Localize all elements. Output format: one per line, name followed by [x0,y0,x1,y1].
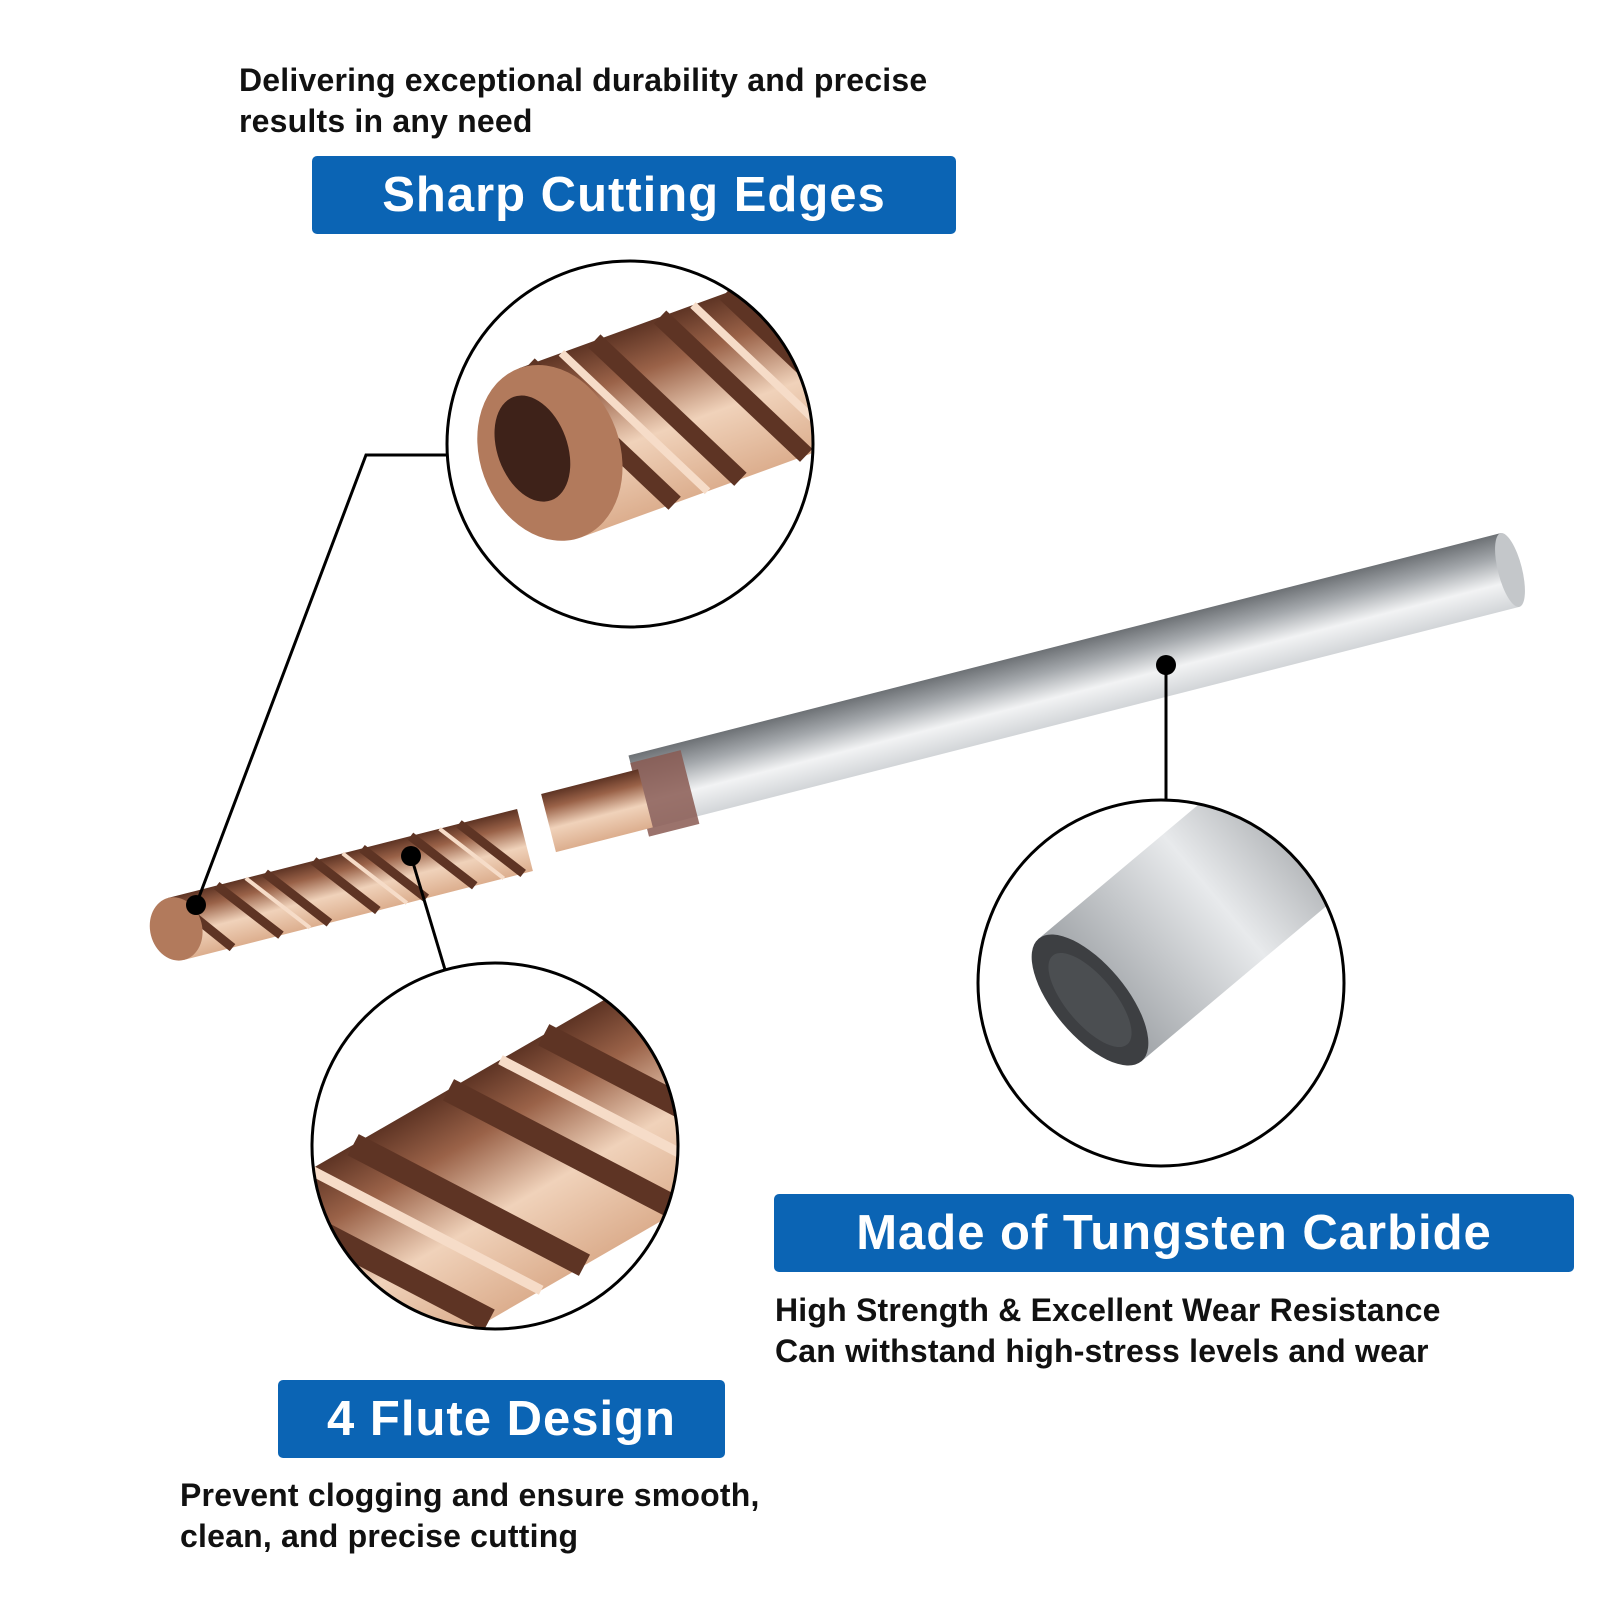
sharp-callout-line [194,453,451,906]
flute-design-badge: 4 Flute Design [278,1380,725,1458]
carbide-description-line-1: High Strength & Excellent Wear Resistanc… [775,1292,1441,1328]
sharp-callout-dot [186,895,206,915]
zoom-cutting-edges [445,259,815,629]
tungsten-carbide-badge: Made of Tungsten Carbide [774,1194,1574,1272]
carbide-callout-dot [1156,655,1176,675]
flute-description-line-1: Prevent clogging and ensure smooth, [180,1477,760,1513]
sharp-description: Delivering exceptional durability and pr… [239,60,927,142]
sharp-description-line-1: Delivering exceptional durability and pr… [239,62,928,98]
zoom-carbide-shank [976,798,1346,1168]
carbide-description-line-2: Can withstand high-stress levels and wea… [775,1333,1429,1369]
sharp-description-line-2: results in any need [239,103,533,139]
sharp-cutting-edges-badge: Sharp Cutting Edges [312,156,956,234]
zoom-flutes [310,961,680,1331]
carbide-description: High Strength & Excellent Wear Resistanc… [775,1290,1441,1372]
flute-callout-dot [401,846,421,866]
end-mill-tool [149,533,1525,961]
flute-description: Prevent clogging and ensure smooth, clea… [180,1475,760,1557]
flute-description-line-2: clean, and precise cutting [180,1518,579,1554]
callout-lines [194,453,1168,984]
flute-callout-line [409,855,451,984]
